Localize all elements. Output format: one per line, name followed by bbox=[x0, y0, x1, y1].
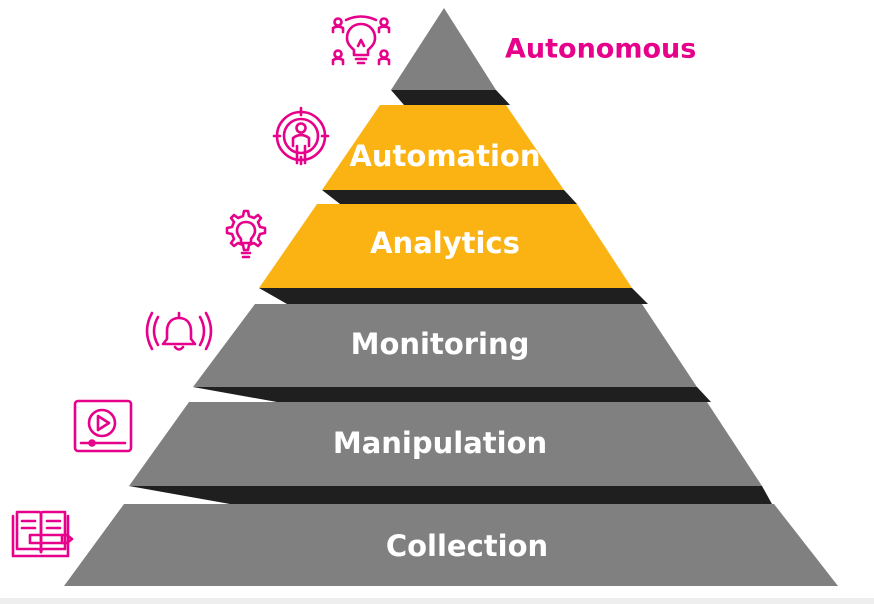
shadow-automation bbox=[322, 190, 577, 204]
tier-manipulation bbox=[129, 402, 762, 486]
book-pencil-icon bbox=[11, 510, 74, 558]
video-play-icon bbox=[73, 399, 133, 453]
tier-automation bbox=[322, 105, 564, 190]
shadow-manipulation bbox=[129, 486, 772, 504]
tier-analytics bbox=[259, 204, 632, 288]
tier-shadows bbox=[129, 90, 772, 504]
bottom-strip bbox=[0, 598, 874, 604]
tier-label-automation: Automation bbox=[349, 139, 540, 173]
tier-collection bbox=[64, 504, 838, 586]
tier-monitoring bbox=[193, 304, 697, 387]
target-person-icon bbox=[272, 106, 330, 166]
apex-triangle bbox=[391, 8, 496, 90]
shadow-analytics bbox=[259, 288, 648, 304]
shadow-monitoring bbox=[193, 387, 711, 402]
lightbulb-gear-icon bbox=[225, 209, 267, 259]
tier-label-manipulation: Manipulation bbox=[333, 426, 547, 460]
idea-team-icon bbox=[331, 15, 391, 66]
shadow-apex bbox=[391, 90, 510, 105]
alarm-bell-icon bbox=[145, 311, 213, 351]
apex-label: Autonomous bbox=[505, 34, 696, 65]
tier-label-analytics: Analytics bbox=[370, 226, 520, 260]
tier-label-collection: Collection bbox=[386, 529, 548, 563]
tier-label-monitoring: Monitoring bbox=[351, 327, 530, 361]
